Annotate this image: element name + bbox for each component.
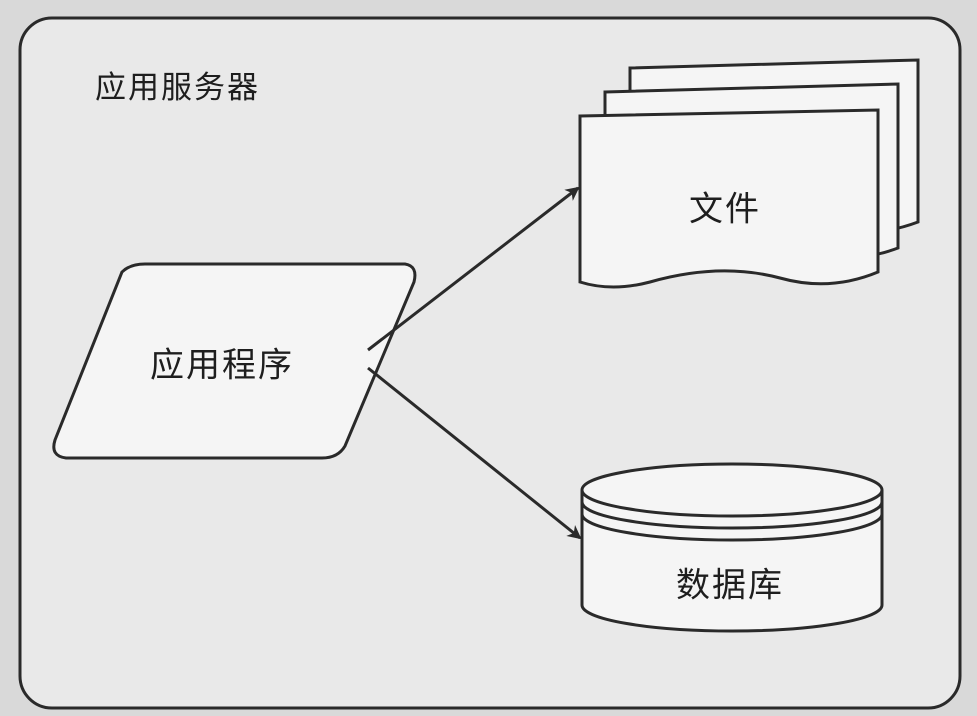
files-label: 文件 [689,189,761,230]
arrow-app-to-files [367,186,580,352]
app-server-label: 应用服务器 [95,70,260,106]
database-shape [580,462,884,633]
database-label: 数据库 [676,565,784,606]
application-label: 应用程序 [150,345,294,386]
application-shape [52,262,417,460]
files-shape [578,58,920,289]
arrow-app-to-database [367,366,582,540]
